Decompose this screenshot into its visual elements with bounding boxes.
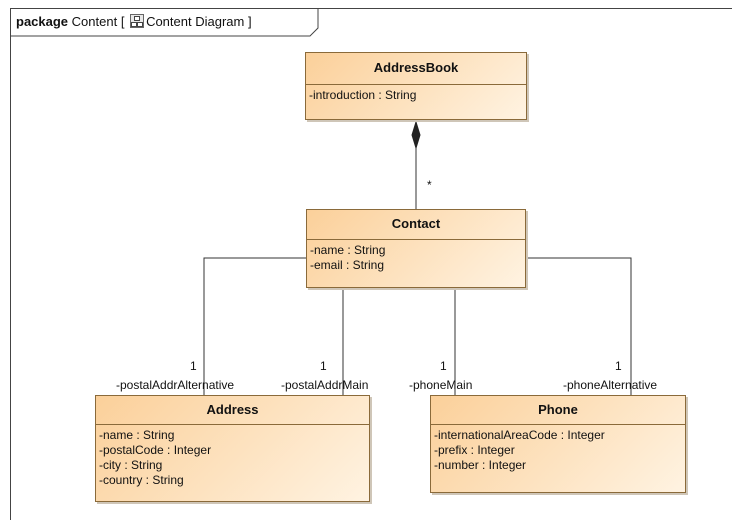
class-address-name: Address: [96, 396, 369, 425]
attribute: -country : String: [99, 473, 184, 487]
association-postal-alternative: [203, 257, 306, 395]
package-name: Content [: [71, 14, 125, 29]
class-contact-attributes: -name : String -email : String: [307, 240, 525, 273]
multiplicity-phone-main: 1: [440, 359, 447, 373]
attribute: -number : Integer: [434, 458, 527, 472]
attribute: -prefix : Integer: [434, 443, 515, 457]
association-phone-alternative: [526, 257, 632, 395]
class-addressbook[interactable]: AddressBook -introduction : String: [305, 52, 527, 120]
attribute: -introduction : String: [309, 88, 417, 102]
class-phone[interactable]: Phone -internationalAreaCode : Integer -…: [430, 395, 686, 493]
class-diagram-icon: [130, 14, 145, 28]
role-phone-main: -phoneMain: [409, 378, 473, 392]
attribute: -name : String: [99, 428, 175, 442]
composition-diamond: [411, 120, 421, 150]
role-phone-alternative: -phoneAlternative: [563, 378, 658, 392]
class-address[interactable]: Address -name : String -postalCode : Int…: [95, 395, 370, 502]
class-phone-attributes: -internationalAreaCode : Integer -prefix…: [431, 425, 685, 473]
attribute: -city : String: [99, 458, 163, 472]
role-postal-main: -postalAddrMain: [281, 378, 369, 392]
frame-tab-border: [10, 8, 319, 37]
attribute: -postalCode : Integer: [99, 443, 212, 457]
composition-multiplicity: *: [427, 178, 432, 192]
multiplicity-phone-alternative: 1: [615, 359, 622, 373]
class-phone-name: Phone: [431, 396, 685, 425]
attribute: -email : String: [310, 258, 385, 272]
class-contact-name: Contact: [307, 210, 525, 240]
class-address-attributes: -name : String -postalCode : Integer -ci…: [96, 425, 369, 488]
package-close-bracket: ]: [247, 14, 252, 29]
class-contact[interactable]: Contact -name : String -email : String: [306, 209, 526, 288]
diagram-name: Content Diagram: [146, 14, 245, 29]
attribute: -name : String: [310, 243, 386, 257]
class-addressbook-name: AddressBook: [306, 53, 526, 85]
package-frame-tab: package Content [ Content Diagram ]: [10, 8, 312, 36]
class-addressbook-attributes: -introduction : String: [306, 85, 526, 103]
multiplicity-postal-alternative: 1: [190, 359, 197, 373]
attribute: -internationalAreaCode : Integer: [434, 428, 605, 442]
role-postal-alternative: -postalAddrAlternative: [116, 378, 235, 392]
package-keyword: package: [16, 14, 69, 29]
package-frame: [10, 8, 732, 520]
multiplicity-postal-main: 1: [320, 359, 327, 373]
